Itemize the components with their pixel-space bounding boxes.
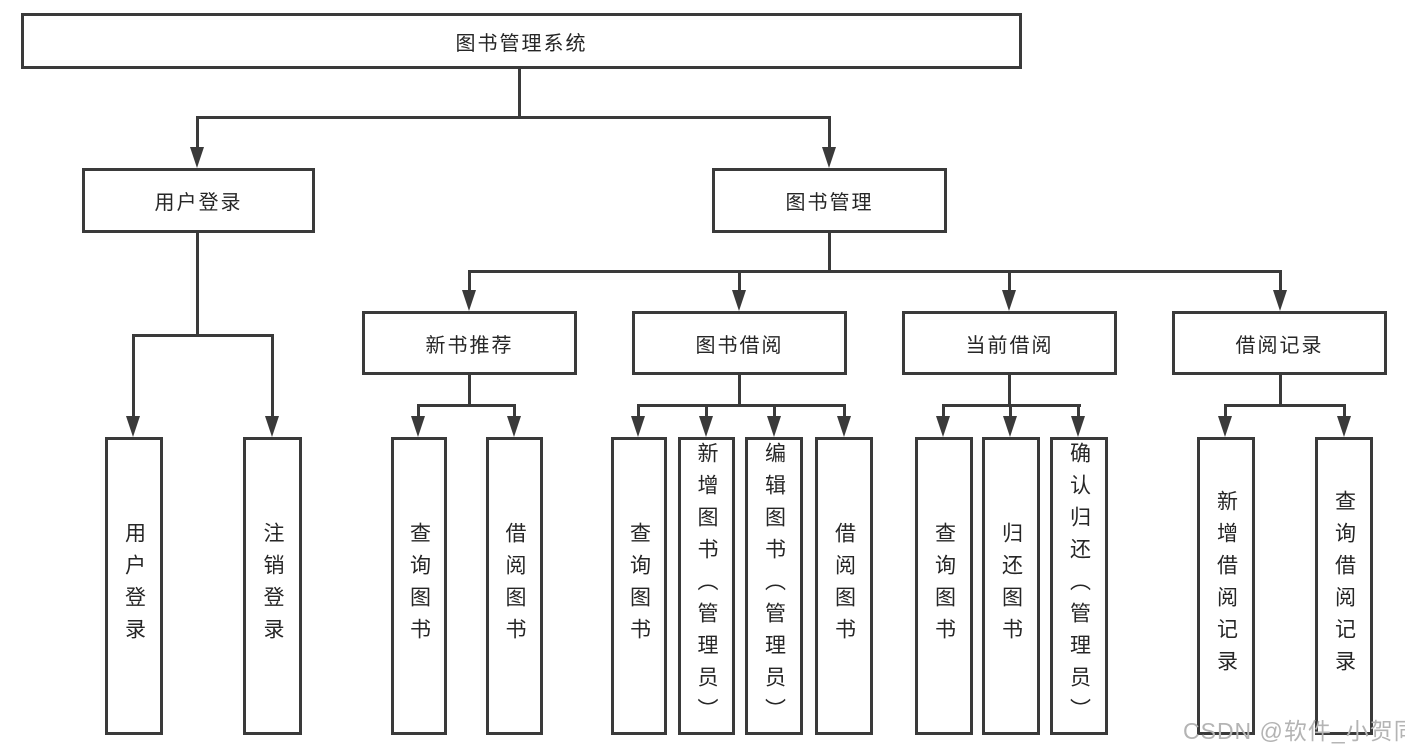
leaf-user-login: 用户登录	[105, 437, 163, 735]
arrowhead-icon	[936, 416, 950, 437]
connector	[1279, 374, 1282, 407]
node-system-root: 图书管理系统	[21, 13, 1022, 69]
arrowhead-icon	[822, 147, 836, 168]
connector	[196, 116, 831, 119]
leaf-recommend-query-book: 查询图书	[391, 437, 447, 735]
node-label: 用户登录	[154, 192, 243, 214]
node-user-login: 用户登录	[82, 168, 315, 233]
arrowhead-icon	[1002, 290, 1016, 311]
node-label: 新书推荐	[425, 334, 514, 357]
connector	[1343, 404, 1346, 419]
node-label: 当前借阅	[965, 334, 1054, 357]
leaf-edit-book-admin: 编辑图书（管理员）	[745, 437, 803, 735]
arrowhead-icon	[507, 416, 521, 437]
connector	[1008, 270, 1011, 292]
node-label: 图书借阅	[695, 334, 784, 357]
node-book-borrow: 图书借阅	[632, 311, 847, 375]
node-label: 查询图书	[932, 522, 956, 650]
connector	[773, 404, 776, 419]
node-label: 注销登录	[261, 522, 284, 650]
connector	[468, 270, 471, 292]
connector	[132, 334, 135, 419]
node-new-book-recommend: 新书推荐	[362, 311, 577, 375]
arrowhead-icon	[190, 147, 204, 168]
leaf-current-query-book: 查询图书	[915, 437, 973, 735]
leaf-borrow-query-book: 查询图书	[611, 437, 667, 735]
leaf-add-book-admin: 新增图书（管理员）	[678, 437, 735, 735]
leaf-query-borrow-record: 查询借阅记录	[1315, 437, 1373, 735]
arrowhead-icon	[1071, 416, 1085, 437]
connector	[637, 404, 640, 419]
arrowhead-icon	[411, 416, 425, 437]
node-borrow-records: 借阅记录	[1172, 311, 1387, 375]
leaf-borrow-book: 借阅图书	[815, 437, 873, 735]
node-book-management: 图书管理	[712, 168, 947, 233]
connector	[1009, 404, 1012, 419]
arrowhead-icon	[126, 416, 140, 437]
connector	[738, 270, 741, 292]
arrowhead-icon	[767, 416, 781, 437]
node-label: 编辑图书（管理员）	[762, 442, 786, 730]
leaf-return-book: 归还图书	[982, 437, 1040, 735]
leaf-confirm-return-admin: 确认归还（管理员）	[1050, 437, 1108, 735]
arrowhead-icon	[1273, 290, 1287, 311]
node-label: 图书管理系统	[455, 32, 588, 55]
leaf-logout: 注销登录	[243, 437, 302, 735]
node-label: 查询借阅记录	[1332, 490, 1356, 682]
connector	[417, 404, 420, 419]
connector	[1224, 404, 1346, 407]
arrowhead-icon	[699, 416, 713, 437]
arrowhead-icon	[1003, 416, 1017, 437]
connector	[468, 374, 471, 407]
arrowhead-icon	[462, 290, 476, 311]
connector	[1279, 270, 1282, 292]
node-label: 借阅图书	[832, 522, 856, 650]
node-label: 确认归还（管理员）	[1067, 442, 1091, 730]
arrowhead-icon	[1218, 416, 1232, 437]
arrowhead-icon	[631, 416, 645, 437]
connector	[196, 116, 199, 154]
connector	[1224, 404, 1227, 419]
arrowhead-icon	[265, 416, 279, 437]
node-label: 新增借阅记录	[1214, 490, 1238, 682]
node-label: 归还图书	[999, 522, 1023, 650]
connector	[1077, 404, 1080, 419]
arrowhead-icon	[837, 416, 851, 437]
connector	[942, 404, 945, 419]
connector	[828, 116, 831, 154]
node-label: 查询图书	[407, 522, 431, 650]
csdn-watermark: CSDN @软件_小贺同学	[1183, 718, 1405, 744]
connector	[468, 270, 1281, 273]
connector	[828, 232, 831, 273]
connector	[518, 69, 521, 118]
connector	[637, 404, 846, 407]
node-label: 图书管理	[785, 192, 874, 214]
node-label: 用户登录	[122, 522, 146, 650]
connector	[513, 404, 516, 419]
connector	[738, 374, 741, 407]
arrowhead-icon	[1337, 416, 1351, 437]
node-current-borrow: 当前借阅	[902, 311, 1117, 375]
node-label: 借阅记录	[1235, 334, 1324, 357]
connector	[843, 404, 846, 419]
connector	[1008, 374, 1011, 407]
leaf-recommend-borrow-book: 借阅图书	[486, 437, 543, 735]
arrowhead-icon	[732, 290, 746, 311]
connector	[417, 404, 516, 407]
connector	[705, 404, 708, 419]
connector	[132, 334, 274, 337]
node-label: 借阅图书	[503, 522, 526, 650]
node-label: 查询图书	[627, 522, 651, 650]
node-label: 新增图书（管理员）	[695, 442, 718, 730]
leaf-add-borrow-record: 新增借阅记录	[1197, 437, 1255, 735]
connector	[271, 334, 274, 419]
connector	[196, 231, 199, 337]
